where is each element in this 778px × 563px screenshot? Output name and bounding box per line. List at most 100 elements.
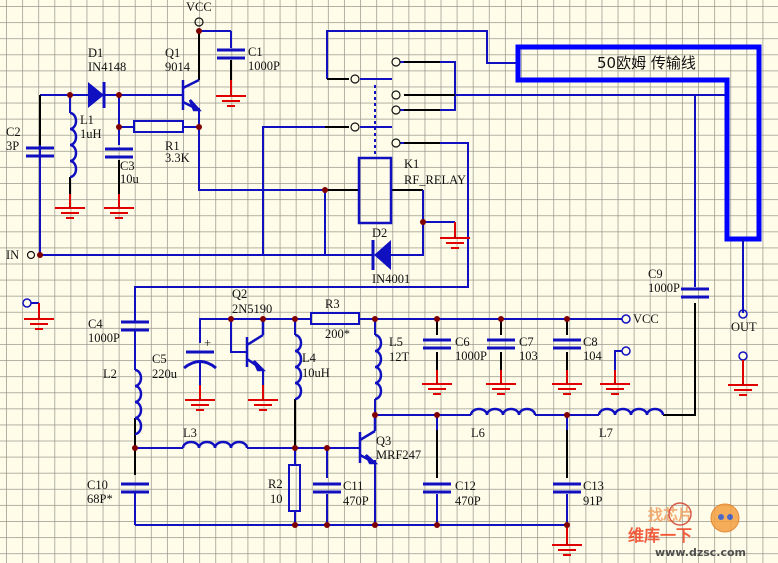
l7-ref: L7 xyxy=(599,426,613,440)
l5-ref: L5 xyxy=(389,335,403,349)
capacitor-c10[interactable] xyxy=(119,482,151,494)
capacitor-c8[interactable] xyxy=(551,338,583,350)
c11-value: 470P xyxy=(343,494,369,508)
relay-terminal-nc1[interactable] xyxy=(391,57,401,67)
inductor-l5[interactable] xyxy=(373,333,383,401)
inductor-l1[interactable] xyxy=(68,111,78,179)
c9-ref: C9 xyxy=(648,267,663,281)
c6-ref: C6 xyxy=(455,335,470,349)
diode-d2[interactable] xyxy=(371,240,391,270)
transistor-q2[interactable] xyxy=(245,319,267,372)
ground-icon xyxy=(485,369,517,395)
c5-value: 220u xyxy=(152,367,178,381)
aux-terminal[interactable] xyxy=(22,298,32,308)
relay-common-terminal-1[interactable] xyxy=(350,74,360,84)
capacitor-c9[interactable] xyxy=(679,287,711,299)
c10-value: 68P* xyxy=(87,492,113,506)
k1-ref: K1 xyxy=(404,157,419,171)
relay-terminal-no1[interactable] xyxy=(391,90,401,100)
q1-value: 9014 xyxy=(165,60,191,74)
c5-ref: C5 xyxy=(152,352,167,366)
c4-ref: C4 xyxy=(88,317,103,331)
resistor-r2[interactable] xyxy=(288,464,301,512)
output-label: OUT xyxy=(731,320,757,334)
capacitor-c13[interactable] xyxy=(551,482,583,494)
capacitor-c1[interactable] xyxy=(215,48,247,60)
r3-ref: R3 xyxy=(325,297,340,311)
d2-ref: D2 xyxy=(372,226,387,240)
r2-ref: R2 xyxy=(268,477,283,491)
r3-value: 200* xyxy=(325,327,350,341)
transistor-q3[interactable] xyxy=(358,415,379,465)
input-terminal[interactable] xyxy=(26,250,36,260)
c11-ref: C11 xyxy=(343,479,363,493)
watermark-url: www.dzsc.com xyxy=(655,546,746,559)
vcc-right-label: VCC xyxy=(633,312,659,326)
output-terminal[interactable] xyxy=(738,309,748,319)
vcc-top-label: VCC xyxy=(186,0,212,14)
watermark-line2: 维库一下 xyxy=(628,526,692,545)
resistor-r1[interactable] xyxy=(133,120,184,133)
relay-coil-k1[interactable] xyxy=(357,156,393,225)
q3-value: MRF247 xyxy=(376,448,421,462)
ground-icon xyxy=(247,385,279,411)
relay-terminal-no2[interactable] xyxy=(391,138,401,148)
c4-value: 1000P xyxy=(88,331,120,345)
ground-icon xyxy=(551,369,583,395)
output-ground-terminal[interactable] xyxy=(738,351,748,361)
diode-d1[interactable] xyxy=(88,82,106,108)
relay-terminal-nc2[interactable] xyxy=(391,105,401,115)
capacitor-c12[interactable] xyxy=(421,482,453,494)
d2-value: IN4001 xyxy=(372,272,410,286)
c10-ref: C10 xyxy=(87,478,108,492)
c5-polarity: + xyxy=(204,336,211,350)
ground-icon xyxy=(215,81,247,107)
l2-ref: L2 xyxy=(103,367,117,381)
ground-icon xyxy=(599,369,631,395)
c1-ref: C1 xyxy=(248,45,263,59)
l3-ref: L3 xyxy=(183,426,197,440)
c3-value: 10u xyxy=(120,172,140,186)
c3-ref: C3 xyxy=(120,159,135,173)
c2-ref: C2 xyxy=(6,125,21,139)
vcc-right-terminal[interactable] xyxy=(621,314,631,324)
ground-icon xyxy=(103,193,135,219)
ground-icon xyxy=(727,370,759,396)
l1-ref: L1 xyxy=(80,113,94,127)
ground-icon xyxy=(54,193,86,219)
c13-ref: C13 xyxy=(583,479,604,493)
r2-value: 10 xyxy=(270,492,283,506)
resistor-r3[interactable] xyxy=(310,312,360,325)
c7-ref: C7 xyxy=(519,335,534,349)
transistor-q1[interactable] xyxy=(181,78,202,112)
r1-value: 3.3K xyxy=(165,151,190,165)
ground-icon xyxy=(184,385,216,411)
c2-value: 3P xyxy=(6,139,19,153)
c12-ref: C12 xyxy=(455,479,476,493)
c12-value: 470P xyxy=(455,494,481,508)
c6-value: 1000P xyxy=(455,349,487,363)
capacitor-c7[interactable] xyxy=(485,338,517,350)
q3-ref: Q3 xyxy=(376,434,391,448)
relay-common-terminal-2[interactable] xyxy=(350,122,360,132)
vcc-top-terminal[interactable] xyxy=(194,17,204,27)
capacitor-c6[interactable] xyxy=(421,338,453,350)
capacitor-c3[interactable] xyxy=(103,147,135,159)
inductor-l3[interactable] xyxy=(181,440,249,450)
capacitor-c11[interactable] xyxy=(311,482,343,494)
c8-ref: C8 xyxy=(583,335,598,349)
wires-top-left-black xyxy=(39,31,232,195)
l4-ref: L4 xyxy=(302,351,317,365)
inductor-l6[interactable] xyxy=(469,407,537,417)
q1-ref: Q1 xyxy=(165,46,180,60)
capacitor-c4[interactable] xyxy=(119,320,151,332)
l6-ref: L6 xyxy=(471,426,485,440)
inductor-l4[interactable] xyxy=(293,333,303,401)
watermark-logo: 找芯片 维库一下 www.dzsc.com xyxy=(628,502,746,559)
l4-value: 10uH xyxy=(302,366,330,380)
r1-ref: R1 xyxy=(165,139,180,153)
aux-terminal-2[interactable] xyxy=(621,346,631,356)
ground-icon xyxy=(421,369,453,395)
inductor-l7[interactable] xyxy=(597,407,665,417)
